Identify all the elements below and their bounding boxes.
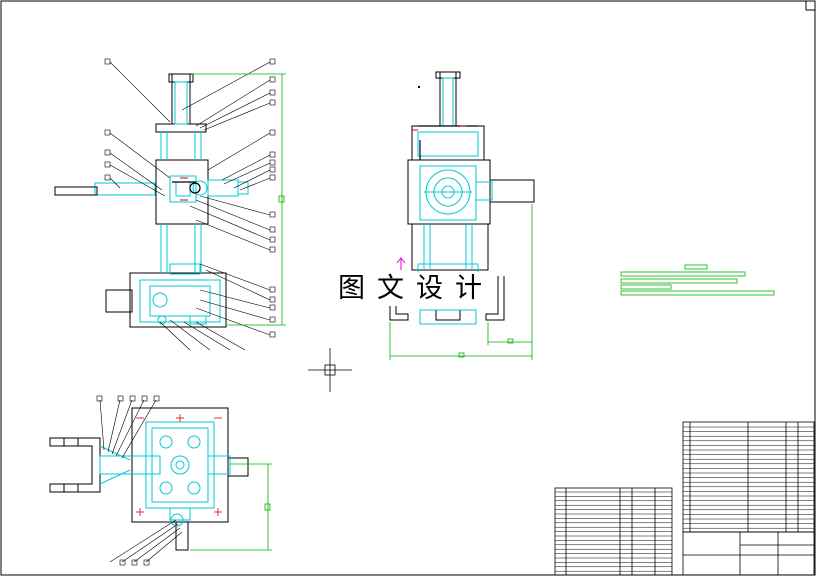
side-view [389, 71, 535, 360]
technical-notes [620, 264, 775, 296]
top-view [49, 395, 272, 566]
center-crosshair [308, 348, 352, 392]
title-block [554, 421, 815, 576]
front-view [54, 58, 286, 351]
watermark-text: 图文设计 [336, 272, 496, 306]
title-block-rows [555, 426, 814, 572]
